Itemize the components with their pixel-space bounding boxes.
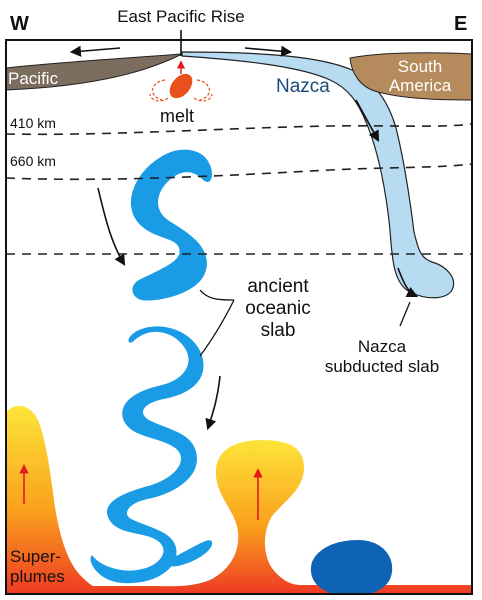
pacific-motion-arrow — [69, 45, 121, 57]
lower-slab-sink-arrow — [205, 375, 221, 431]
depth-410-label: 410 km — [10, 115, 56, 131]
ancient-slab-upper — [130, 149, 212, 301]
slab-fragment — [167, 540, 213, 567]
superplumes-label: Super-plumes — [10, 547, 65, 586]
nazca-motion-arrow — [244, 45, 293, 57]
dark-blue-blob — [310, 540, 393, 594]
depth-660-label: 660 km — [10, 153, 56, 169]
ancient-slab-leader-2 — [199, 299, 235, 357]
diagram-frame — [5, 39, 473, 595]
melt-circulation-arrows — [149, 79, 213, 102]
nazca-label: Nazca — [276, 76, 330, 97]
superplume-right — [6, 440, 472, 594]
superplume-left — [6, 405, 120, 594]
nazca-descent-arrow — [355, 99, 380, 142]
melt-label: melt — [160, 106, 194, 126]
line-410km — [6, 123, 472, 136]
pacific-label: Pacific — [8, 69, 59, 88]
ancient-slab-lower — [90, 326, 204, 584]
east-label: E — [454, 13, 467, 35]
ridge-label: East Pacific Rise — [117, 7, 245, 26]
west-label: W — [10, 13, 29, 35]
nazca-slab-leader — [399, 301, 411, 327]
upper-slab-sink-arrow — [97, 187, 126, 266]
ancient-slab-leader — [199, 289, 235, 301]
melt-body — [169, 73, 193, 99]
south-america-continent — [349, 52, 472, 101]
line-660km — [6, 163, 472, 181]
pacific-plate — [6, 53, 183, 91]
slab-tip-arrow — [397, 267, 419, 298]
